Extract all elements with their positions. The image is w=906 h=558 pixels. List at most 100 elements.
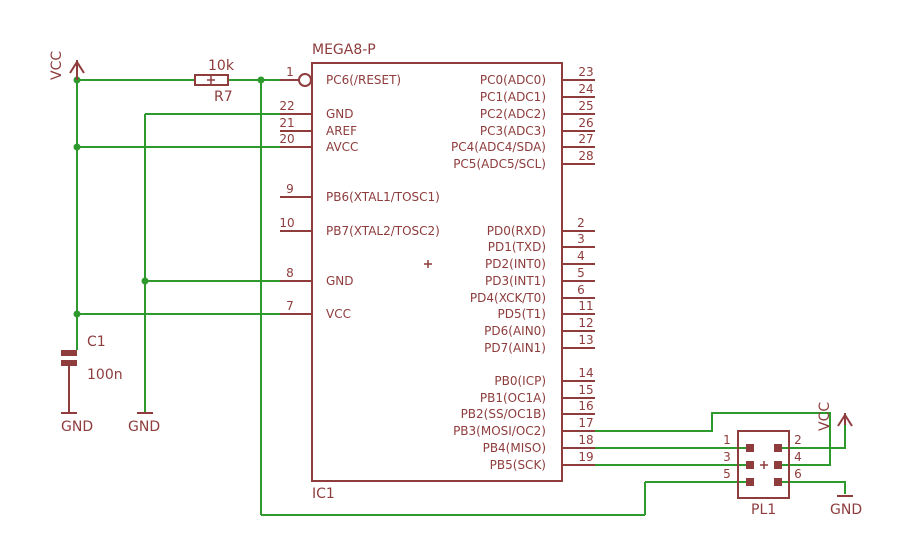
pin-label: VCC xyxy=(326,307,351,321)
vcc-symbol-left: VCC xyxy=(49,51,85,80)
pin-label: PB1(OC1A) xyxy=(480,391,546,405)
ic1: MEGA8-P IC1 1 PC6(/RESET) 22 GND 21 AREF… xyxy=(279,42,595,502)
pin-label: PC4(ADC4/SDA) xyxy=(451,140,546,154)
capacitor-ref: C1 xyxy=(87,334,106,350)
pin-label: PC6(/RESET) xyxy=(326,73,401,87)
header-ref: PL1 xyxy=(751,502,776,518)
pin-number: 23 xyxy=(578,65,593,79)
pin-number: 8 xyxy=(286,266,294,280)
pin-label: PC1(ADC1) xyxy=(480,90,546,104)
pin-label: PC3(ADC3) xyxy=(480,124,546,138)
wires xyxy=(76,72,846,516)
resistor-value: 10k xyxy=(208,58,235,74)
pin-number: 26 xyxy=(578,116,593,130)
header-pad xyxy=(746,461,754,469)
pin-number: 20 xyxy=(279,132,294,146)
capacitor-c1: C1 100n xyxy=(61,334,123,412)
reset-inversion-bubble xyxy=(298,73,312,87)
pin-label: PC5(ADC5/SCL) xyxy=(453,157,546,171)
pin-label: GND xyxy=(326,107,354,121)
pin-label: PD5(T1) xyxy=(498,307,546,321)
ic1-left-pins: 1 PC6(/RESET) 22 GND 21 AREF 20 AVCC 9 P… xyxy=(279,65,440,321)
pin-label: GND xyxy=(326,274,354,288)
pin-number: 2 xyxy=(577,216,585,230)
pin-label: PD6(AIN0) xyxy=(484,324,546,338)
pin-number: 1 xyxy=(286,65,294,79)
capacitor-plate-top xyxy=(61,350,77,356)
gnd-symbol-c1: GND xyxy=(61,412,93,435)
gnd-label: GND xyxy=(61,419,93,435)
gnd-label: GND xyxy=(128,419,160,435)
header-pin-number: 4 xyxy=(794,450,802,464)
pin-number: 5 xyxy=(577,266,585,280)
wire-gnd-right xyxy=(778,481,846,494)
pin-label: PD1(TXD) xyxy=(488,240,546,254)
ic1-body xyxy=(311,62,563,482)
header-pad xyxy=(774,444,782,452)
pin-number: 6 xyxy=(577,283,585,297)
pin-label: PD0(RXD) xyxy=(487,224,546,238)
pin-number: 9 xyxy=(286,182,294,196)
header-pin-number: 2 xyxy=(794,433,802,447)
pin-label: PD4(XCK/T0) xyxy=(470,291,546,305)
gnd-symbol-mid: GND xyxy=(128,412,160,435)
pin-label: PB3(MOSI/OC2) xyxy=(453,424,546,438)
vcc-label: VCC xyxy=(817,402,833,431)
pin-label: PB5(SCK) xyxy=(490,458,546,472)
pin-number: 15 xyxy=(578,383,593,397)
header-pl1: 1 2 3 4 5 6 PL1 xyxy=(723,430,802,518)
header-pin-number: 3 xyxy=(723,450,731,464)
header-pad xyxy=(774,461,782,469)
pin-number: 24 xyxy=(578,82,593,96)
pin-number: 12 xyxy=(578,316,593,330)
header-body xyxy=(737,430,790,499)
header-pin-number: 5 xyxy=(723,467,731,481)
pin-number: 7 xyxy=(286,299,294,313)
pin-number: 27 xyxy=(578,132,593,146)
junction-dot xyxy=(73,143,81,151)
resistor-r7: 10k R7 xyxy=(194,58,235,105)
pin-number: 3 xyxy=(577,232,585,246)
pin-number: 17 xyxy=(578,416,593,430)
ic1-name: MEGA8-P xyxy=(312,42,376,58)
pin-number: 19 xyxy=(578,450,593,464)
pin-label: PC2(ADC2) xyxy=(480,107,546,121)
ic1-ref: IC1 xyxy=(312,486,335,502)
pin-number: 4 xyxy=(577,249,585,263)
vcc-arrow-icon xyxy=(837,413,853,427)
header-pad xyxy=(746,478,754,486)
pin-label: PB2(SS/OC1B) xyxy=(461,407,546,421)
vcc-label: VCC xyxy=(49,51,65,80)
capacitor-plate-bottom xyxy=(61,360,77,366)
header-pin-number: 6 xyxy=(794,467,802,481)
pin-label: AVCC xyxy=(326,140,358,154)
pin-label: PD2(INT0) xyxy=(485,257,546,271)
junction-dot xyxy=(257,76,265,84)
pin-label: AREF xyxy=(326,124,357,138)
resistor-ref: R7 xyxy=(214,89,233,105)
junctions xyxy=(73,76,265,318)
header-pad xyxy=(774,478,782,486)
pin-number: 16 xyxy=(578,399,593,413)
gnd-label: GND xyxy=(830,502,862,518)
pin-label: PB0(ICP) xyxy=(494,374,546,388)
vcc-symbol-right: VCC xyxy=(817,402,853,431)
pin-label: PD3(INT1) xyxy=(485,274,546,288)
header-pad xyxy=(746,444,754,452)
pin-label: PB7(XTAL2/TOSC2) xyxy=(326,224,440,238)
pin-number: 10 xyxy=(279,216,294,230)
pin-number: 28 xyxy=(578,149,593,163)
pin-label: PC0(ADC0) xyxy=(480,73,546,87)
pin-number: 25 xyxy=(578,99,593,113)
pin-label: PD7(AIN1) xyxy=(484,341,546,355)
pin-number: 18 xyxy=(578,433,593,447)
junction-dot xyxy=(141,277,149,285)
pin-number: 14 xyxy=(578,366,593,380)
vcc-arrow-icon xyxy=(69,60,85,74)
resistor-body xyxy=(194,74,229,86)
ic1-right-pins: 23 PC0(ADC0) 24 PC1(ADC1) 25 PC2(ADC2) 2… xyxy=(451,65,595,472)
capacitor-value: 100n xyxy=(87,367,123,383)
wire-vcc-right xyxy=(778,420,846,449)
junction-dot xyxy=(73,310,81,318)
